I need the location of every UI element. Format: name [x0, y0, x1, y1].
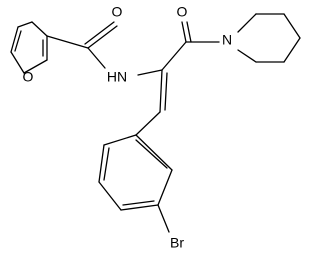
- bond: [157, 169, 173, 206]
- bond: [237, 49, 257, 63]
- piperidine-ring: [237, 13, 301, 63]
- atom-label-oxygen: O: [23, 69, 34, 85]
- bond: [103, 134, 137, 146]
- furan-ring: [10, 21, 48, 74]
- bond: [283, 37, 301, 63]
- bond: [84, 21, 115, 45]
- atom-label-nitrogen: N: [222, 32, 232, 48]
- bond: [135, 111, 161, 136]
- bond: [159, 69, 163, 113]
- bond: [120, 204, 159, 211]
- bond: [10, 51, 25, 74]
- bond: [46, 35, 89, 49]
- bond: [17, 21, 33, 28]
- bond: [103, 147, 110, 181]
- bond: [164, 72, 168, 111]
- bond: [137, 69, 163, 76]
- bond: [161, 41, 187, 71]
- bond: [23, 59, 48, 74]
- bond: [283, 13, 301, 39]
- atom-label-nitrogen: HN: [107, 69, 127, 85]
- bond: [98, 181, 122, 211]
- bond: [135, 134, 173, 171]
- bond: [14, 30, 22, 52]
- chemical-structure-diagram: O O O HN N Br: [10, 4, 301, 251]
- bond: [87, 47, 106, 69]
- bond: [181, 21, 187, 43]
- bond: [10, 26, 19, 53]
- bromophenyl-ring: [98, 134, 173, 211]
- bond: [122, 200, 155, 206]
- bond: [31, 21, 48, 37]
- bond: [186, 21, 192, 43]
- atom-label-oxygen: O: [177, 4, 188, 20]
- bond: [237, 13, 257, 33]
- bond: [87, 25, 118, 49]
- bond: [157, 204, 170, 233]
- atom-label-bromine: Br: [170, 235, 184, 251]
- atom-label-oxygen: O: [112, 4, 123, 20]
- bond: [98, 144, 105, 183]
- bond: [135, 139, 168, 169]
